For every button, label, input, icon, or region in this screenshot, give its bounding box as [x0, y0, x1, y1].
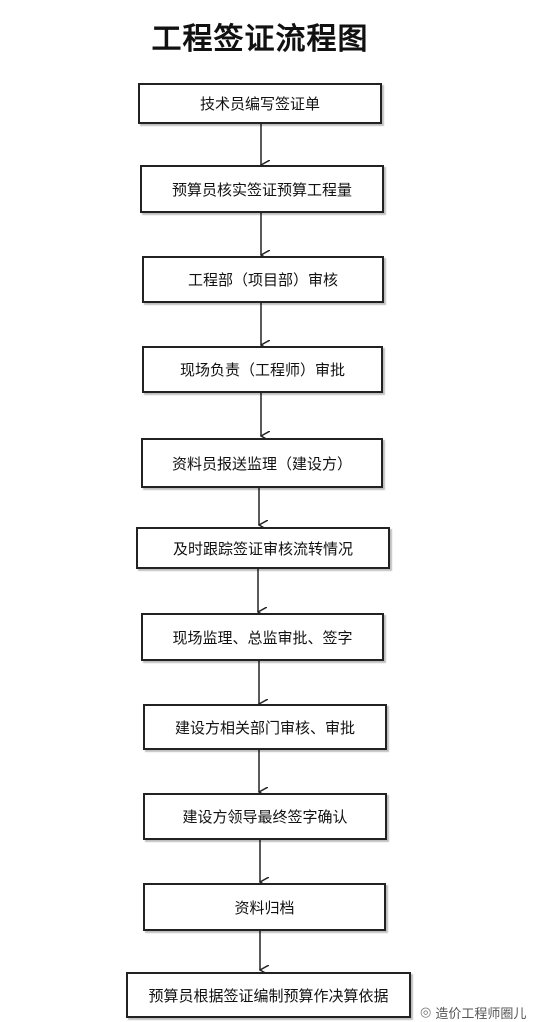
step-2-box: 预算员核实签证预算工程量 [140, 165, 384, 213]
step-2-label: 预算员核实签证预算工程量 [171, 180, 352, 199]
step-9-label: 建设方领导最终签字确认 [182, 808, 348, 826]
step-4-label: 现场负责（工程师）审批 [179, 361, 345, 379]
step-1-label: 技术员编写签证单 [199, 95, 320, 113]
step-10-label: 资料归档 [234, 898, 295, 917]
step-7-label: 现场监理、总监审批、签字 [172, 628, 353, 647]
watermark-label: 造价工程师圈儿 [435, 1007, 527, 1022]
wechat-icon: ◎ [420, 1005, 432, 1020]
step-8-label: 建设方相关部门审核、审批 [174, 718, 355, 737]
watermark: ◎ 造价工程师圈儿 [420, 1003, 526, 1022]
step-3-box: 工程部（项目部）审核 [142, 256, 384, 303]
step-6-box: 及时跟踪签证审核流转情况 [136, 527, 390, 569]
page-title: 工程签证流程图 [151, 22, 369, 57]
step-11-box: 预算员根据签证编制预算作决算依据 [126, 972, 411, 1018]
step-8-box: 建设方相关部门审核、审批 [143, 704, 387, 750]
step-10-box: 资料归档 [143, 883, 386, 931]
step-5-box: 资料员报送监理（建设方） [141, 438, 383, 488]
step-6-label: 及时跟踪签证审核流转情况 [172, 539, 353, 558]
step-5-label: 资料员报送监理（建设方） [171, 454, 352, 473]
step-9-box: 建设方领导最终签字确认 [143, 793, 387, 840]
step-4-box: 现场负责（工程师）审批 [142, 346, 383, 393]
step-1-box: 技术员编写签证单 [138, 83, 382, 124]
step-11-label: 预算员根据签证编制预算作决算依据 [148, 986, 389, 1005]
step-3-label: 工程部（项目部）审核 [187, 271, 338, 289]
step-7-box: 现场监理、总监审批、签字 [141, 613, 384, 661]
